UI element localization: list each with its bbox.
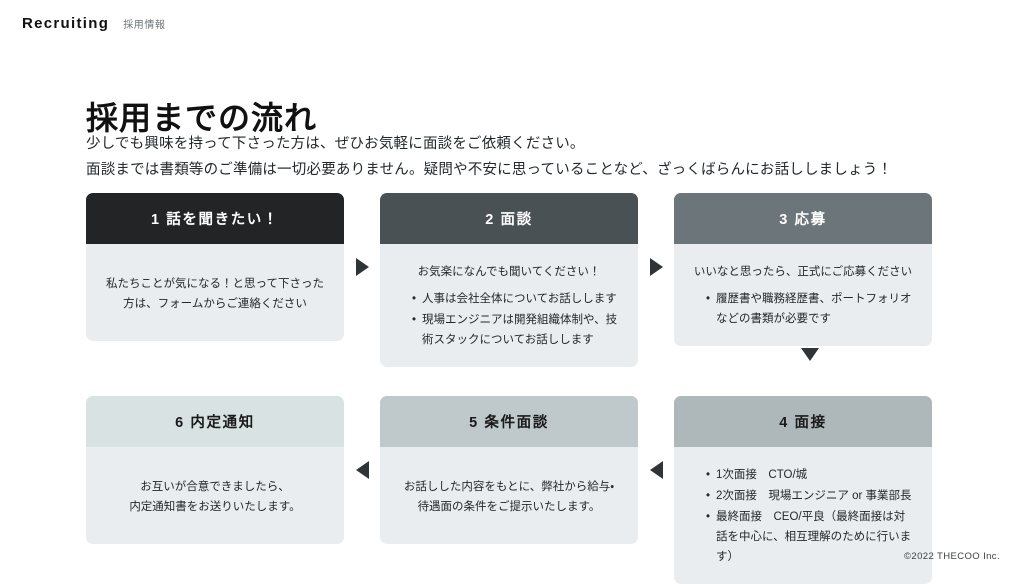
flow-step-2-body: お気楽になんでも聞いてください！ 人事は会社全体についてお話しします 現場エンジ… xyxy=(380,244,638,367)
brand-logo: Recruiting xyxy=(22,14,110,32)
flow-step-6-line-2: 内定通知書をお送りいたします。 xyxy=(129,500,301,513)
flow-step-4-header: 4 面接 xyxy=(674,396,932,447)
flow-step-3-bullet-1: 履歴書や職務経歴書、ポートフォリオなどの書類が必要です xyxy=(706,289,915,329)
flow-arrow-4-to-5 xyxy=(638,396,674,544)
flow-step-3-body: いいなと思ったら、正式にご応募ください 履歴書や職務経歴書、ポートフォリオなどの… xyxy=(674,244,932,346)
flow-step-card-6: 6 内定通知 お互いが合意できましたら、 内定通知書をお送りいたします。 xyxy=(86,396,344,544)
flow-arrow-3-to-4 xyxy=(86,340,939,369)
arrow-right-icon xyxy=(355,258,369,276)
flow-step-1-line-1: 私たちことが気になる！と思って下さった xyxy=(106,277,324,290)
flow-step-card-5: 5 条件面談 お話しした内容をもとに、弊社から給与・ 待遇面の条件をご提示いたし… xyxy=(380,396,638,544)
arrow-right-icon xyxy=(649,258,663,276)
flow-step-4-bullet-1: 1次面接 CTO/城 xyxy=(706,465,915,485)
flow-step-1-header: 1 話を聞きたい！ xyxy=(86,193,344,244)
flow-arrow-5-to-6 xyxy=(344,396,380,544)
arrow-left-icon xyxy=(355,461,369,479)
flow-step-4-bullet-3: 最終面接 CEO/平良（最終面接は対話を中心に、相互理解のために行います） xyxy=(706,507,915,567)
flow-step-5-header: 5 条件面談 xyxy=(380,396,638,447)
flow-step-2-bullet-list: 人事は会社全体についてお話しします 現場エンジニアは開発組織体制や、技術スタック… xyxy=(397,289,621,351)
flow-step-6-line-1: お互いが合意できましたら、 xyxy=(140,480,290,493)
flow-step-5-body: お話しした内容をもとに、弊社から給与・ 待遇面の条件をご提示いたします。 xyxy=(380,447,638,544)
flow-step-card-1: 1 話を聞きたい！ 私たちことが気になる！と思って下さった 方は、フォームからご… xyxy=(86,193,344,341)
flow-step-2-intro: お気楽になんでも聞いてください！ xyxy=(417,266,601,278)
flow-step-3-bullet-list: 履歴書や職務経歴書、ポートフォリオなどの書類が必要です xyxy=(691,289,915,330)
flow-step-5-line-1: お話しした内容をもとに、弊社から給与・ xyxy=(403,480,615,493)
flow-step-6-header: 6 内定通知 xyxy=(86,396,344,447)
flow-step-3-header: 3 応募 xyxy=(674,193,932,244)
flow-step-2-bullet-2: 現場エンジニアは開発組織体制や、技術スタックについてお話しします xyxy=(412,310,621,350)
recruiting-flow: 1 話を聞きたい！ 私たちことが気になる！と思って下さった 方は、フォームからご… xyxy=(86,193,939,584)
flow-arrow-2-to-3 xyxy=(638,193,674,341)
page-title: 採用までの流れ xyxy=(86,100,318,137)
flow-step-card-2: 2 面談 お気楽になんでも聞いてください！ 人事は会社全体についてお話しします … xyxy=(380,193,638,367)
flow-step-card-4: 4 面接 1次面接 CTO/城 2次面接 現場エンジニア or 事業部長 最終面… xyxy=(674,396,932,584)
arrow-down-icon xyxy=(801,348,819,361)
flow-step-1-body: 私たちことが気になる！と思って下さった 方は、フォームからご連絡ください xyxy=(86,244,344,341)
flow-step-4-bullet-2: 2次面接 現場エンジニア or 事業部長 xyxy=(706,486,915,506)
lead-line-2: 面談までは書類等のご準備は一切必要ありません。疑問や不安に思っていることなど、ざ… xyxy=(86,162,893,178)
flow-step-5-line-2: 待遇面の条件をご提示いたします。 xyxy=(417,500,601,513)
flow-step-2-header: 2 面談 xyxy=(380,193,638,244)
flow-step-4-body: 1次面接 CTO/城 2次面接 現場エンジニア or 事業部長 最終面接 CEO… xyxy=(674,447,932,584)
flow-step-1-line-2: 方は、フォームからご連絡ください xyxy=(123,297,307,310)
flow-step-4-bullet-list: 1次面接 CTO/城 2次面接 現場エンジニア or 事業部長 最終面接 CEO… xyxy=(691,465,915,568)
lead-line-1: 少しでも興味を持って下さった方は、ぜひお気軽に面談をご依頼ください。 xyxy=(86,136,585,152)
top-bar: Recruiting 採用情報 xyxy=(0,0,1024,46)
flow-step-3-intro: いいなと思ったら、正式にご応募ください xyxy=(693,266,913,278)
page-lead: 少しでも興味を持って下さった方は、ぜひお気軽に面談をご依頼ください。 面談までは… xyxy=(86,131,892,183)
flow-row-top: 1 話を聞きたい！ 私たちことが気になる！と思って下さった 方は、フォームからご… xyxy=(86,193,939,367)
arrow-left-icon xyxy=(649,461,663,479)
flow-step-6-body: お互いが合意できましたら、 内定通知書をお送りいたします。 xyxy=(86,447,344,544)
flow-row-bottom: 6 内定通知 お互いが合意できましたら、 内定通知書をお送りいたします。 5 条… xyxy=(86,396,939,584)
flow-step-2-bullet-1: 人事は会社全体についてお話しします xyxy=(412,289,621,309)
flow-step-card-3: 3 応募 いいなと思ったら、正式にご応募ください 履歴書や職務経歴書、ポートフォ… xyxy=(674,193,932,346)
footer-copyright: ©2022 THECOO Inc. xyxy=(904,551,1000,562)
flow-arrow-1-to-2 xyxy=(344,193,380,341)
brand-subtitle: 採用情報 xyxy=(123,19,166,31)
